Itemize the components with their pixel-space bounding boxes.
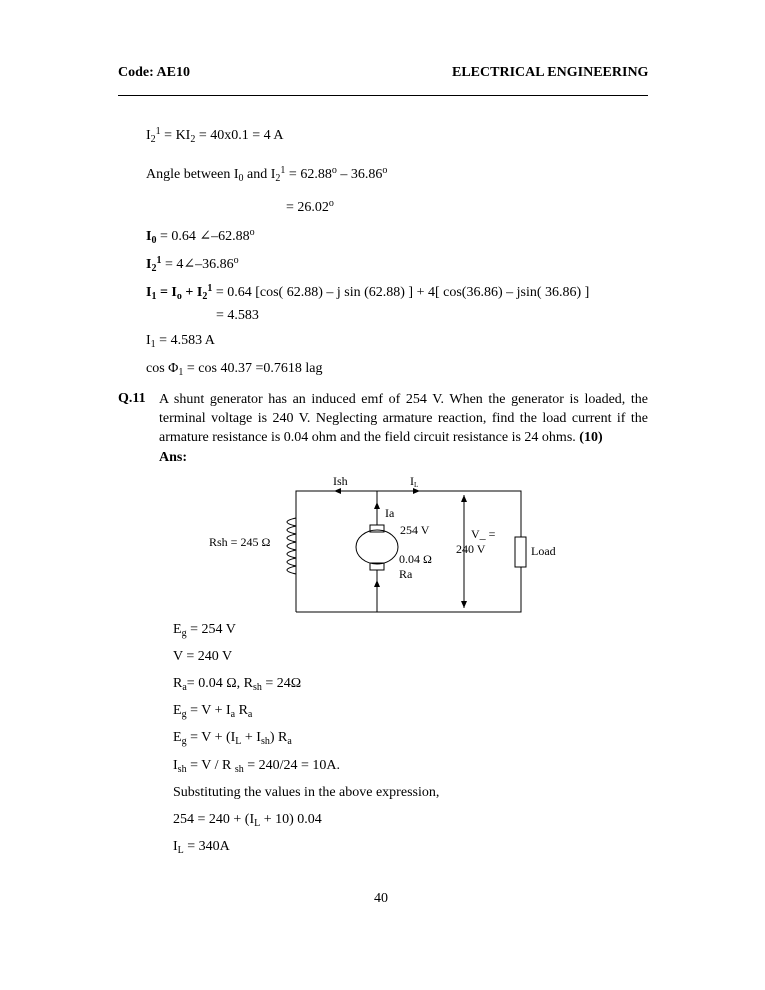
ia-arrow: [374, 502, 380, 509]
page-number: 40: [374, 891, 388, 906]
eq-i1-sum: I1 = Io + I21 = 0.64 [cos( 62.88) – j si…: [146, 283, 590, 302]
eq-substituted: 254 = 240 + (IL + 10) 0.04: [173, 812, 322, 829]
il-arrow: [413, 488, 420, 494]
ra-label: Ra: [399, 567, 413, 581]
eq-angle-result: = 26.02o: [286, 198, 334, 215]
rsh-label: Rsh = 245 Ω: [209, 535, 270, 549]
eq-eg: Eg = 254 V: [173, 622, 236, 639]
eq-angle: Angle between I0 and I21 = 62.88o – 36.8…: [146, 165, 388, 184]
ish-arrow: [334, 488, 341, 494]
header-code: Code: AE10: [118, 65, 190, 80]
eq-v: V = 240 V: [173, 649, 233, 664]
eq-emf-expanded: Eg = V + (IL + Ish) Ra: [173, 730, 292, 747]
eq-ish: Ish = V / R sh = 240/24 = 10A.: [173, 758, 341, 775]
voltage-value: 240 V: [456, 542, 486, 556]
eq-i0: I0 = 0.64 ∠–62.88o: [146, 227, 255, 246]
load-resistor: [514, 536, 527, 568]
header-divider: [118, 95, 648, 96]
eq-i2-prime: I21 = KI2 = 40x0.1 = 4 A: [146, 126, 284, 145]
substitution-text: Substituting the values in the above exp…: [173, 785, 440, 800]
emf-label: 254 V: [400, 523, 430, 537]
header-subject: ELECTRICAL ENGINEERING: [452, 65, 649, 80]
ra-value-label: 0.04 Ω: [399, 552, 432, 566]
voltage-symbol: V_ =: [471, 527, 496, 541]
eq-il-result: IL = 340A: [173, 839, 230, 856]
return-arrow: [374, 580, 380, 587]
eq-i1-value: I1 = 4.583 A: [146, 333, 215, 350]
il-label: IL: [410, 474, 418, 489]
question-text: A shunt generator has an induced emf of …: [159, 392, 648, 445]
eq-i1-result: = 4.583: [216, 308, 259, 323]
ia-label: Ia: [385, 506, 395, 520]
question-number: Q.11: [118, 391, 146, 406]
load-label: Load: [531, 544, 556, 558]
eq-emf-relation: Eg = V + Ia Ra: [173, 703, 253, 720]
eq-resistances: Ra= 0.04 Ω, Rsh = 24Ω: [173, 676, 302, 693]
eq-i2-phasor: I21 = 4∠–36.86o: [146, 255, 239, 274]
eq-power-factor: cos Φ1 = cos 40.37 =0.7618 lag: [146, 361, 323, 378]
ish-label: Ish: [333, 474, 348, 488]
answer-label: Ans:: [159, 450, 188, 465]
